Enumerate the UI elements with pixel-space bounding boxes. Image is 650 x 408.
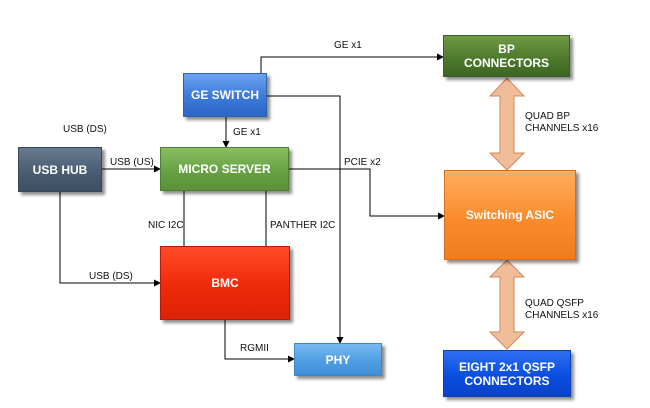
bmc-block: BMC: [160, 246, 290, 320]
usb-hub-block: USB HUB: [18, 147, 102, 192]
link-usb-ds: [59, 192, 161, 287]
switching-asic-block: Switching ASIC: [444, 170, 576, 260]
nic-i2c-label: NIC I2C: [148, 220, 184, 231]
usb-hub-label: USB HUB: [32, 162, 88, 177]
ge-x1-mid-label: GE x1: [233, 127, 261, 138]
pcie-x2-label: PCIE x2: [344, 157, 381, 168]
usb-ds-top-label: USB (DS): [63, 124, 107, 135]
link-rgmii: [224, 320, 295, 363]
qsfp-connectors-label: EIGHT 2x1 QSFP CONNECTORS: [458, 359, 556, 388]
quad-bp-channels-label: QUAD BP CHANNELS x16: [525, 111, 599, 134]
rgmii-label: RGMII: [240, 343, 269, 354]
bmc-label: BMC: [211, 276, 239, 290]
switching-asic-label: Switching ASIC: [465, 208, 555, 222]
usb-ds-bottom-label: USB (DS): [89, 271, 133, 282]
quad-qsfp-channels-label: QUAD QSFP CHANNELS x16: [525, 298, 599, 321]
qsfp-connectors-block: EIGHT 2x1 QSFP CONNECTORS: [443, 350, 571, 397]
ge-x1-top-label: GE x1: [334, 40, 362, 51]
phy-label: PHY: [325, 352, 351, 367]
quad-qsfp-arrow: [488, 259, 526, 350]
quad-bp-arrow: [488, 77, 526, 171]
panther-i2c-label: PANTHER I2C: [270, 220, 336, 231]
micro-server-block: MICRO SERVER: [160, 147, 289, 191]
ge-switch-block: GE SWITCH: [183, 73, 267, 117]
link-ge-phy: [267, 95, 344, 344]
micro-server-label: MICRO SERVER: [178, 162, 271, 176]
link-ge-bp: [257, 53, 444, 79]
ge-switch-label: GE SWITCH: [191, 88, 259, 102]
usb-us-label: USB (US): [110, 157, 154, 168]
bp-connectors-label: BP CONNECTORS: [463, 42, 550, 70]
bp-connectors-block: BP CONNECTORS: [443, 35, 570, 77]
link-pcie: [283, 165, 445, 220]
phy-block: PHY: [294, 343, 382, 376]
